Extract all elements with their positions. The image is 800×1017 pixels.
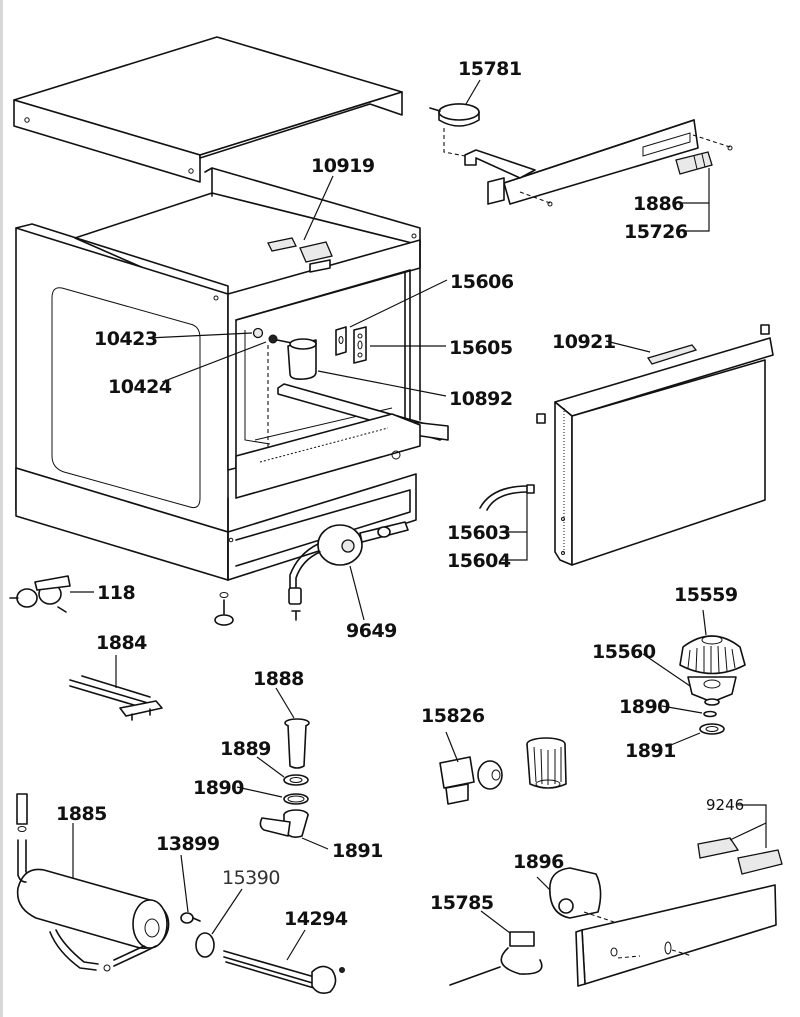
label-9649: 9649 xyxy=(346,620,397,642)
part-1891-right-nut xyxy=(699,723,725,735)
label-10921: 10921 xyxy=(552,331,616,353)
label-1896: 1896 xyxy=(513,851,564,873)
part-13899-sensor xyxy=(180,912,201,924)
label-1890-left: 1890 xyxy=(193,777,244,799)
part-15781-thermostat xyxy=(429,103,480,157)
label-9246: 9246 xyxy=(706,796,744,814)
part-15603-hose xyxy=(479,484,535,511)
filter-basket xyxy=(526,737,567,789)
leader-lines xyxy=(70,79,767,961)
label-15781: 15781 xyxy=(458,58,522,80)
part-10919-switches xyxy=(267,237,333,273)
part-15559-spray-cap xyxy=(679,635,746,675)
part-14294-element xyxy=(223,950,345,994)
label-15604: 15604 xyxy=(447,550,511,572)
label-1886: 1886 xyxy=(633,193,684,215)
label-10892: 10892 xyxy=(449,388,513,410)
front-control-panel xyxy=(575,884,777,987)
top-cover-panel xyxy=(13,36,403,183)
label-10424: 10424 xyxy=(108,376,172,398)
leveling-foot xyxy=(214,592,234,626)
part-1890-right-ring xyxy=(703,710,717,718)
part-15560-base xyxy=(687,676,737,706)
part-1896-motor xyxy=(549,867,602,919)
label-1890-right: 1890 xyxy=(619,696,670,718)
part-15605-latch-plate xyxy=(353,326,367,364)
part-10424-nut xyxy=(268,334,293,344)
label-1891-right: 1891 xyxy=(625,740,676,762)
label-15605: 15605 xyxy=(449,337,513,359)
part-1889-seal xyxy=(283,774,309,786)
part-1886-switch-block xyxy=(675,151,713,175)
part-9649-pump xyxy=(288,521,409,621)
label-1888: 1888 xyxy=(253,668,304,690)
control-rail xyxy=(464,119,733,207)
part-15826-drain-pump xyxy=(439,756,503,805)
part-1884-heating-element xyxy=(69,675,163,721)
part-10423-grommet xyxy=(252,327,264,339)
label-10919: 10919 xyxy=(311,155,375,177)
part-15785-thermostat-probe xyxy=(449,931,543,986)
page-edge xyxy=(0,0,3,1017)
part-1885-heater-tank xyxy=(16,793,170,972)
label-15785: 15785 xyxy=(430,892,494,914)
label-15560: 15560 xyxy=(592,641,656,663)
label-13899: 13899 xyxy=(156,833,220,855)
label-15390: 15390 xyxy=(222,867,280,889)
door-panel xyxy=(536,324,774,566)
label-15606: 15606 xyxy=(450,271,514,293)
label-15826: 15826 xyxy=(421,705,485,727)
part-15390-oring xyxy=(195,932,215,958)
label-10423: 10423 xyxy=(94,328,158,350)
part-10921-hinge xyxy=(646,344,698,365)
part-15606-bracket xyxy=(335,326,347,356)
label-15603: 15603 xyxy=(447,522,511,544)
part-1888-filter-tube xyxy=(284,718,310,769)
label-14294: 14294 xyxy=(284,908,348,930)
callout-labels: 15781 10919 1886 15726 15606 15605 10423… xyxy=(56,58,744,930)
label-1884: 1884 xyxy=(96,632,147,654)
part-10892-housing xyxy=(287,338,317,380)
label-15559: 15559 xyxy=(674,584,738,606)
label-1889: 1889 xyxy=(220,738,271,760)
label-15726: 15726 xyxy=(624,221,688,243)
label-118: 118 xyxy=(97,582,135,604)
label-1885: 1885 xyxy=(56,803,107,825)
part-1891-elbow xyxy=(259,809,309,838)
label-1891-left: 1891 xyxy=(332,840,383,862)
part-118-valve xyxy=(9,575,71,613)
part-9246-brackets xyxy=(697,837,783,875)
cabinet-body xyxy=(15,167,449,581)
part-1890-ring xyxy=(283,793,309,805)
